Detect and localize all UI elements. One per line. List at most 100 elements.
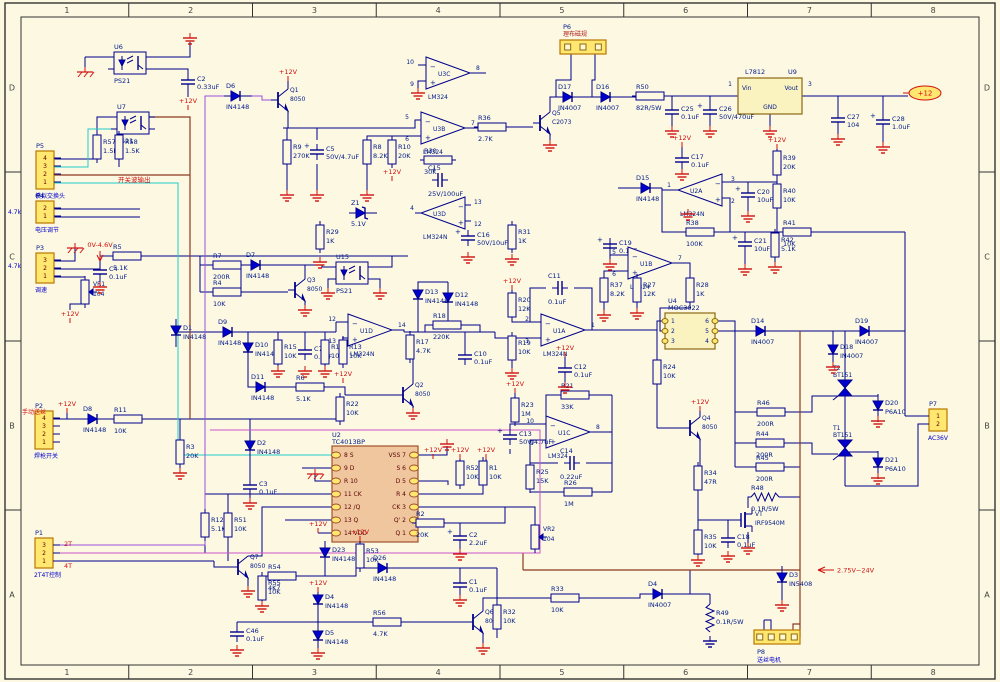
grid-row-label: C — [9, 253, 15, 262]
svg-text:7: 7 — [471, 120, 475, 127]
svg-text:5.1K: 5.1K — [113, 264, 128, 272]
svg-text:3: 3 — [671, 338, 675, 345]
wire-layer — [53, 42, 930, 650]
g-sym — [173, 468, 187, 480]
svg-text:焊枪开关: 焊枪开关 — [34, 452, 58, 460]
wire — [461, 324, 481, 332]
e-sym — [307, 469, 325, 480]
svg-text:0.1uF: 0.1uF — [246, 635, 264, 643]
svg-text:P4: P4 — [36, 192, 44, 200]
svg-text:−: − — [425, 118, 431, 126]
svg-text:50V/470uF: 50V/470uF — [719, 113, 754, 121]
svg-text:D10: D10 — [255, 341, 268, 349]
svg-text:U7: U7 — [117, 103, 126, 111]
g-sym — [741, 211, 755, 223]
svg-text:1: 1 — [43, 179, 47, 186]
svg-text:R52: R52 — [466, 464, 479, 472]
svg-text:IN4148: IN4148 — [226, 103, 249, 111]
g-sym — [603, 259, 617, 271]
svg-text:理布磁规: 理布磁规 — [563, 30, 587, 38]
svg-text:Q5: Q5 — [552, 110, 561, 117]
svg-text:R15: R15 — [284, 343, 297, 351]
svg-text:C11: C11 — [548, 272, 561, 280]
svg-text:+12V: +12V — [334, 370, 353, 378]
svg-text:+: + — [425, 134, 431, 142]
svg-text:BT151: BT151 — [833, 432, 852, 439]
svg-text:R34: R34 — [704, 469, 717, 477]
tx-4T: 4T — [64, 562, 72, 570]
svg-text:R27: R27 — [643, 281, 656, 289]
svg-text:4.7k: 4.7k — [8, 209, 22, 216]
svg-text:IN4148: IN4148 — [83, 426, 106, 434]
svg-text:CK 3: CK 3 — [392, 504, 406, 511]
grid-col-label: 1 — [64, 6, 69, 15]
grid-col-label: 5 — [559, 668, 564, 677]
svg-text:30K: 30K — [424, 168, 437, 176]
svg-text:D1: D1 — [183, 324, 192, 332]
wire — [53, 182, 333, 456]
svg-text:U3B: U3B — [433, 126, 445, 133]
svg-text:8.2K: 8.2K — [373, 152, 388, 160]
svg-text:4.7K: 4.7K — [416, 347, 431, 355]
svg-text:Q6: Q6 — [485, 609, 494, 616]
svg-text:C15: C15 — [428, 164, 441, 172]
svg-text:IN4148: IN4148 — [425, 297, 448, 305]
svg-text:50V/4.7uF: 50V/4.7uF — [326, 153, 359, 161]
wire — [747, 496, 751, 508]
svg-text:−: − — [352, 320, 358, 328]
svg-text:IN4148: IN4148 — [255, 350, 278, 358]
svg-text:GND: GND — [763, 104, 777, 111]
svg-text:+: + — [431, 166, 437, 174]
wire — [482, 597, 551, 611]
svg-text:15K: 15K — [536, 477, 549, 485]
tx-开关波输出: 开关波输出 — [118, 175, 151, 184]
svg-text:C19: C19 — [619, 239, 632, 247]
ar-0V-4.6V: 0V-4.6V — [87, 241, 113, 262]
g-sym — [298, 366, 312, 378]
vf-+12V: +12V — [424, 446, 443, 459]
svg-text:VR1: VR1 — [93, 281, 105, 288]
svg-text:Q' 2: Q' 2 — [394, 517, 406, 524]
svg-text:1.5K: 1.5K — [125, 147, 140, 155]
svg-text:R36: R36 — [478, 114, 491, 122]
g-sym — [871, 473, 885, 485]
g-sym — [241, 586, 255, 598]
vf-+12V: +12V — [673, 134, 692, 147]
wire — [591, 54, 596, 97]
svg-text:2: 2 — [42, 550, 46, 557]
svg-text:D13: D13 — [425, 288, 438, 296]
g-sym — [775, 600, 789, 612]
g-sym — [310, 190, 324, 202]
svg-text:C14: C14 — [560, 447, 573, 455]
svg-text:U6: U6 — [114, 43, 123, 51]
svg-text:R25: R25 — [536, 468, 549, 476]
svg-text:TC4013BP: TC4013BP — [331, 438, 365, 446]
svg-text:R57: R57 — [103, 138, 116, 146]
svg-text:IN4148: IN4148 — [373, 575, 396, 583]
svg-text:R41: R41 — [783, 219, 796, 227]
svg-text:4.7k: 4.7k — [8, 263, 22, 270]
svg-text:33K: 33K — [561, 403, 574, 411]
svg-text:14: 14 — [398, 322, 406, 329]
g-sym — [630, 308, 644, 320]
svg-text:LM324: LM324 — [428, 94, 448, 101]
svg-text:U1B: U1B — [640, 261, 652, 268]
vf-+12V: +12V — [309, 579, 328, 592]
svg-text:2T4T控制: 2T4T控制 — [34, 571, 61, 579]
